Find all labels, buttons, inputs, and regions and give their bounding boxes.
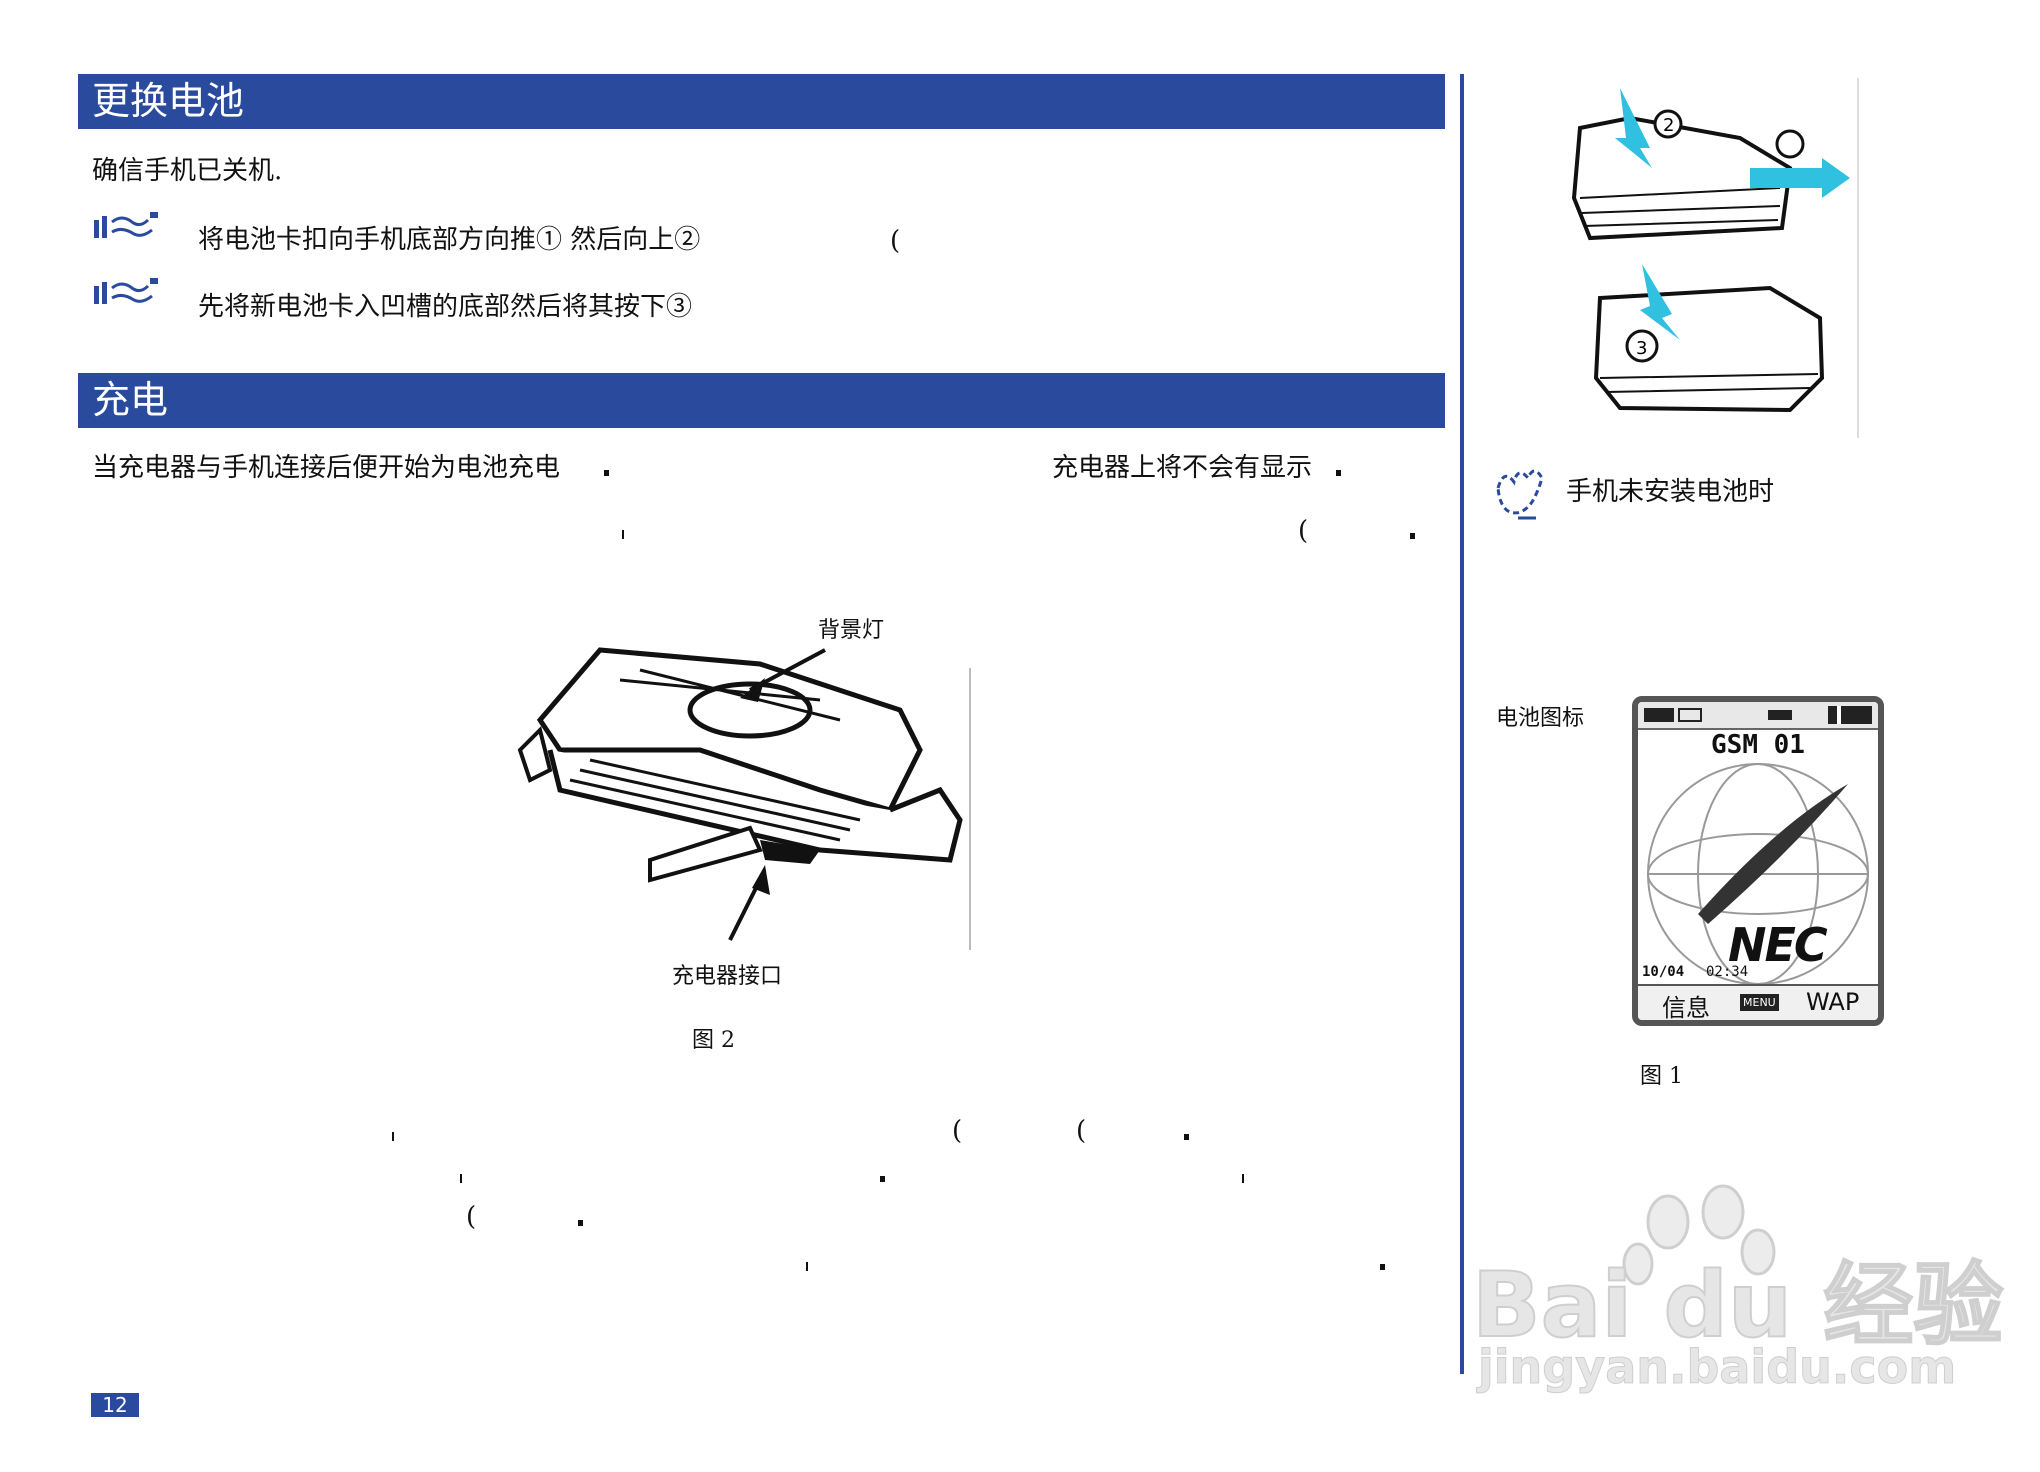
fragment-mark xyxy=(622,530,624,539)
fragment-mark xyxy=(392,1132,394,1141)
fragment-mark xyxy=(460,1174,462,1183)
no-battery-note: 手机未安装电池时 xyxy=(1566,477,1775,507)
message-icon xyxy=(1678,708,1702,722)
note-icon xyxy=(94,278,158,304)
signal-icon xyxy=(1828,706,1872,724)
label-backlight: 背景灯 xyxy=(818,618,885,643)
battery-intro-text: 确信手机已关机. xyxy=(92,156,283,186)
figure1-caption: 图 1 xyxy=(1640,1064,1683,1089)
softkey-menu[interactable]: MENU xyxy=(1740,994,1779,1011)
section-title-battery: 更换电池 xyxy=(78,74,1445,129)
battery-step1-text: 将电池卡扣向手机底部方向推① 然后向上② xyxy=(198,225,701,255)
figure2-caption: 图 2 xyxy=(692,1028,735,1053)
charging-line1-left: 当充电器与手机连接后便开始为电池充电 xyxy=(92,453,561,483)
page-number: 12 xyxy=(91,1393,139,1417)
fragment-mark xyxy=(1242,1174,1244,1183)
period-mark xyxy=(1410,533,1415,539)
period-mark xyxy=(1336,470,1341,476)
section-title-charging: 充电 xyxy=(78,373,1445,428)
period-mark xyxy=(1380,1264,1385,1270)
period-mark xyxy=(880,1176,885,1182)
phone-screen: GSM 01 NEC 10/04 02:34 信息 MENU WAP xyxy=(1632,696,1884,1026)
date-text: 10/04 xyxy=(1642,964,1685,980)
watermark-brand: Bai du 经验 xyxy=(1471,1252,2004,1359)
period-mark xyxy=(1184,1134,1189,1140)
watermark-url: jingyan.baidu.com xyxy=(1477,1340,1957,1395)
battery-step2-text: 先将新电池卡入凹槽的底部然后将其按下③ xyxy=(198,292,693,322)
softkey-bar: 信息 MENU WAP xyxy=(1638,984,1878,1022)
softkey-right[interactable]: WAP xyxy=(1806,988,1860,1016)
fragment-paren: ( xyxy=(1076,1116,1087,1146)
battery-icon xyxy=(1644,708,1674,722)
period-mark xyxy=(604,470,609,476)
fragment-paren: ( xyxy=(952,1116,963,1146)
brand-logo: NEC xyxy=(1728,918,1828,972)
svg-text:3: 3 xyxy=(1636,338,1647,359)
battery-icon-label: 电池图标 xyxy=(1496,706,1585,731)
column-divider xyxy=(1460,74,1464,1374)
label-charger-port: 充电器接口 xyxy=(672,964,783,989)
globe-wallpaper xyxy=(1647,763,1869,985)
paw-logo-icon xyxy=(1622,1184,1776,1286)
fragment-mark xyxy=(806,1262,808,1271)
operator-name: GSM 01 xyxy=(1711,730,1805,760)
time-text: 02:34 xyxy=(1706,964,1749,980)
fragment-paren: ( xyxy=(466,1202,477,1232)
softkey-left[interactable]: 信息 xyxy=(1662,994,1710,1022)
charging-paren: ( xyxy=(1298,516,1309,546)
svg-text:2: 2 xyxy=(1663,115,1674,136)
battery-removal-illustration: 2 3 xyxy=(1571,78,1859,438)
status-bar xyxy=(1638,702,1878,730)
charging-line1-right: 充电器上将不会有显示 xyxy=(1052,453,1313,483)
note-icon xyxy=(94,212,158,238)
phone-charger-illustration xyxy=(517,647,971,950)
period-mark xyxy=(578,1220,583,1226)
battery-step1-paren: ( xyxy=(890,226,901,256)
hand-note-icon xyxy=(1496,469,1544,520)
indicator-icon xyxy=(1768,710,1792,720)
